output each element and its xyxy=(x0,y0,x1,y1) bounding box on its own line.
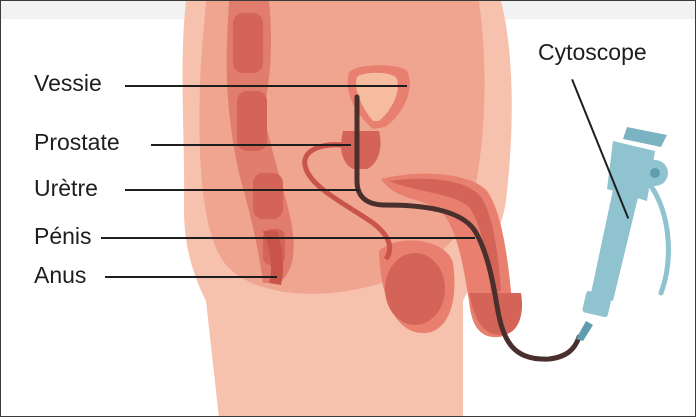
leader-line-prostate xyxy=(151,144,351,146)
label-anus: Anus xyxy=(34,264,86,287)
label-vessie: Vessie xyxy=(34,72,102,95)
leader-line-uretre xyxy=(125,189,359,191)
leader-line-vessie xyxy=(125,85,407,87)
testicle xyxy=(385,253,445,325)
label-cytoscope: Cytoscope xyxy=(538,41,647,64)
label-prostate: Prostate xyxy=(34,131,120,154)
leader-line-anus xyxy=(105,276,277,278)
label-uretre: Urètre xyxy=(34,177,98,200)
leader-line-penis xyxy=(101,237,475,239)
label-penis: Pénis xyxy=(34,225,92,248)
cytoscope-device xyxy=(576,127,668,341)
